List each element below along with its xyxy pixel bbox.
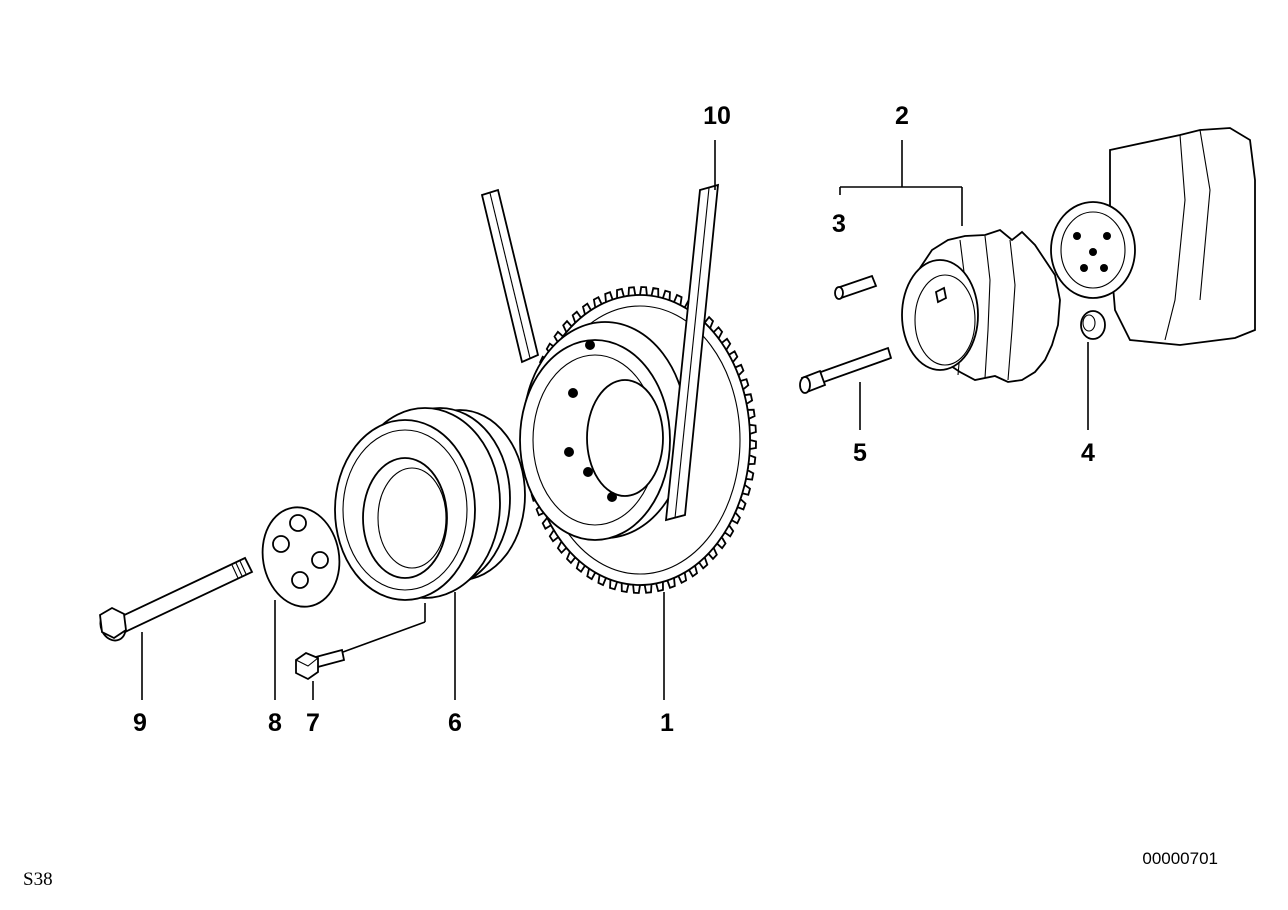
label-part-1: 1 [660, 709, 674, 737]
vibration-damper [334, 407, 526, 601]
long-bolt [99, 556, 254, 642]
label-part-10: 10 [703, 102, 731, 130]
sheet-code: S38 [23, 869, 53, 890]
label-part-5: 5 [853, 439, 867, 467]
label-part-9: 9 [133, 709, 147, 737]
crankshaft-end [1050, 127, 1256, 346]
label-part-4: 4 [1081, 439, 1095, 467]
small-bolt [295, 648, 346, 681]
drawing-number: 00000701 [1142, 849, 1218, 868]
label-part-8: 8 [268, 709, 282, 737]
label-part-7: 7 [306, 709, 320, 737]
label-part-2: 2 [895, 102, 909, 130]
label-part-3: 3 [832, 210, 846, 238]
leader-lines [141, 140, 1089, 700]
v-belt [480, 183, 720, 522]
sleeve [1080, 310, 1106, 340]
screw [799, 346, 893, 394]
part-labels: 10 2 3 5 4 9 8 7 6 1 [133, 102, 1095, 737]
toothed-wheel [519, 286, 757, 594]
pin [834, 274, 878, 300]
label-part-6: 6 [448, 709, 462, 737]
washer-plate [261, 506, 341, 608]
sprocket [901, 228, 1061, 383]
